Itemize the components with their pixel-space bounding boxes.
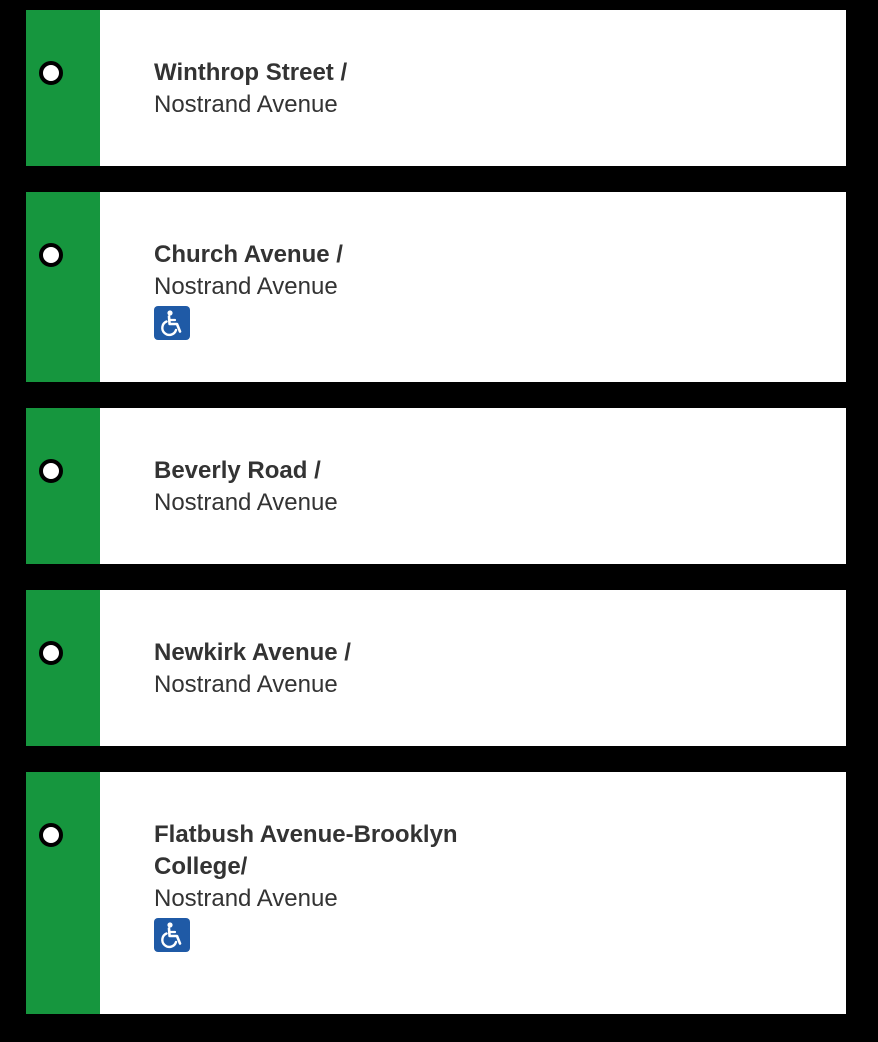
wheelchair-icon	[154, 918, 190, 952]
station-card[interactable]: Winthrop Street / Nostrand Avenue	[26, 10, 846, 166]
station-street: Nostrand Avenue	[154, 273, 338, 300]
station-text: Church Avenue / Nostrand Avenue	[100, 192, 343, 382]
station-name: Flatbush Avenue-Brooklyn College/	[154, 821, 458, 880]
stop-dot-icon	[39, 823, 63, 847]
wheelchair-icon	[154, 306, 190, 340]
station-street: Nostrand Avenue	[154, 885, 338, 912]
route-stripe	[26, 772, 100, 1014]
station-text: Winthrop Street / Nostrand Avenue	[100, 10, 347, 166]
station-name: Church Avenue /	[154, 241, 343, 268]
station-text: Flatbush Avenue-Brooklyn College/ Nostra…	[100, 772, 458, 1014]
station-name: Winthrop Street /	[154, 59, 348, 86]
route-stripe	[26, 590, 100, 746]
station-card[interactable]: Newkirk Avenue / Nostrand Avenue	[26, 590, 846, 746]
station-street: Nostrand Avenue	[154, 489, 338, 516]
station-card[interactable]: Flatbush Avenue-Brooklyn College/ Nostra…	[26, 772, 846, 1014]
route-stripe	[26, 408, 100, 564]
station-card[interactable]: Beverly Road / Nostrand Avenue	[26, 408, 846, 564]
route-stripe	[26, 10, 100, 166]
route-stripe	[26, 192, 100, 382]
stop-dot-icon	[39, 459, 63, 483]
station-text: Beverly Road / Nostrand Avenue	[100, 408, 338, 564]
station-name: Newkirk Avenue /	[154, 639, 351, 666]
station-card[interactable]: Church Avenue / Nostrand Avenue	[26, 192, 846, 382]
stop-dot-icon	[39, 243, 63, 267]
station-street: Nostrand Avenue	[154, 91, 338, 118]
station-text: Newkirk Avenue / Nostrand Avenue	[100, 590, 351, 746]
station-street: Nostrand Avenue	[154, 671, 338, 698]
stop-dot-icon	[39, 641, 63, 665]
stop-dot-icon	[39, 61, 63, 85]
station-name: Beverly Road /	[154, 457, 321, 484]
